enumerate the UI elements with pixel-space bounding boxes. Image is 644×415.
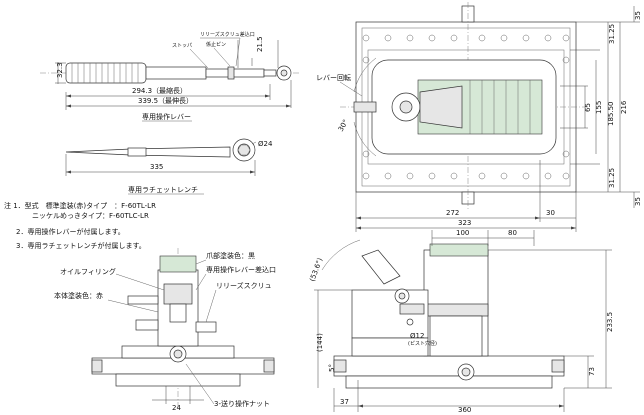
- dim-360: 360: [458, 406, 471, 414]
- dim-top-155: 155: [595, 101, 603, 114]
- dim-dia12-note: (ピスト穴径): [408, 340, 437, 347]
- note-1a: 注 1．型式 標準塗装(赤)タイプ ：F-60TL-LR: [4, 201, 156, 210]
- note-1b: ニッケルめっきタイプ：F-60TLC-LR: [4, 211, 149, 220]
- dim-top-185-50: 185.50: [607, 102, 615, 127]
- ratchet-wrench-drawing: Ø24 335 専用ラチェットレンチ: [65, 138, 273, 195]
- dim-80: 80: [508, 229, 517, 237]
- label-release-screw: リリーズスクリュ: [216, 281, 272, 290]
- wrench-caption: 専用ラチェットレンチ: [128, 185, 198, 194]
- label-release-screw-insert: リリーズスクリュ差込口: [200, 31, 255, 38]
- label-oil-filling: オイルフィリング: [60, 267, 116, 276]
- label-locking-pin: 係止ピン: [206, 41, 226, 48]
- dim-dia12: Ø12: [410, 332, 424, 340]
- dim-144: (144): [316, 333, 324, 352]
- note-2: 2．専用操作レバーが付属します。: [16, 227, 125, 236]
- dim-top-31-25: 31.25: [608, 24, 616, 44]
- dim-21-5: 21.5: [256, 36, 264, 52]
- dim-wrench-dia24: Ø24: [258, 140, 273, 148]
- dim-lever-min-length: 294.3（最縮長）: [132, 86, 187, 95]
- dim-front-24: 24: [172, 404, 181, 412]
- dim-outer-35-top: 35: [634, 11, 642, 20]
- dim-outer-35-bottom: 35: [634, 197, 642, 206]
- side-claw: [429, 243, 489, 257]
- side-view-drawing: 100 80 (53.6°) Ø12 (ピスト穴径) (144) 5° 233.…: [308, 229, 614, 414]
- label-body-color: 本体塗装色：赤: [54, 291, 103, 300]
- dim-lever-max-length: 339.5（最伸長）: [138, 96, 193, 105]
- operating-lever-drawing: 32.3 21.5 リリーズスクリュ差込口 ストッパ 係止ピン 294.3（最縮…: [40, 31, 300, 122]
- label-stopper: ストッパ: [172, 43, 192, 49]
- lever-caption: 専用操作レバー: [142, 112, 191, 121]
- label-feed-nut: 3-送り操作ナット: [214, 399, 270, 408]
- dim-37: 37: [340, 398, 349, 406]
- dim-5deg: 5°: [328, 364, 336, 372]
- dim-323: 323: [458, 219, 471, 227]
- dim-233-5: 233.5: [606, 312, 614, 332]
- label-lever-insert: 専用操作レバー差込口: [206, 265, 276, 274]
- dim-wrench-length: 335: [150, 163, 163, 171]
- dim-lever-dia: 32.3: [56, 62, 64, 78]
- dim-bottom-31-25: 31.25: [608, 168, 616, 188]
- dim-73: 73: [588, 367, 596, 376]
- dim-100: 100: [456, 229, 469, 237]
- dim-272: 272: [446, 209, 459, 217]
- dim-top-216: 216: [620, 100, 628, 114]
- label-claw-color: 爪部塗装色：黒: [206, 251, 255, 260]
- front-view-drawing: 爪部塗装色：黒 専用操作レバー差込口 オイルフィリング 本体塗装色：赤 リリーズ…: [54, 248, 276, 412]
- dim-top-65: 65: [584, 103, 592, 112]
- top-view-drawing: レバー回転 30° 31.25 65 155 185.50 216 31.25 …: [316, 2, 642, 232]
- label-lever-rotation: レバー回転: [316, 74, 351, 82]
- dim-30: 30: [546, 209, 555, 217]
- dim-angle-30: 30°: [337, 118, 350, 133]
- notes-block: 注 1．型式 標準塗装(赤)タイプ ：F-60TL-LR ニッケルめっきタイプ：…: [4, 201, 156, 250]
- note-3: 3．専用ラチェットレンチが付属します。: [16, 241, 146, 250]
- jack-claw: [159, 255, 197, 273]
